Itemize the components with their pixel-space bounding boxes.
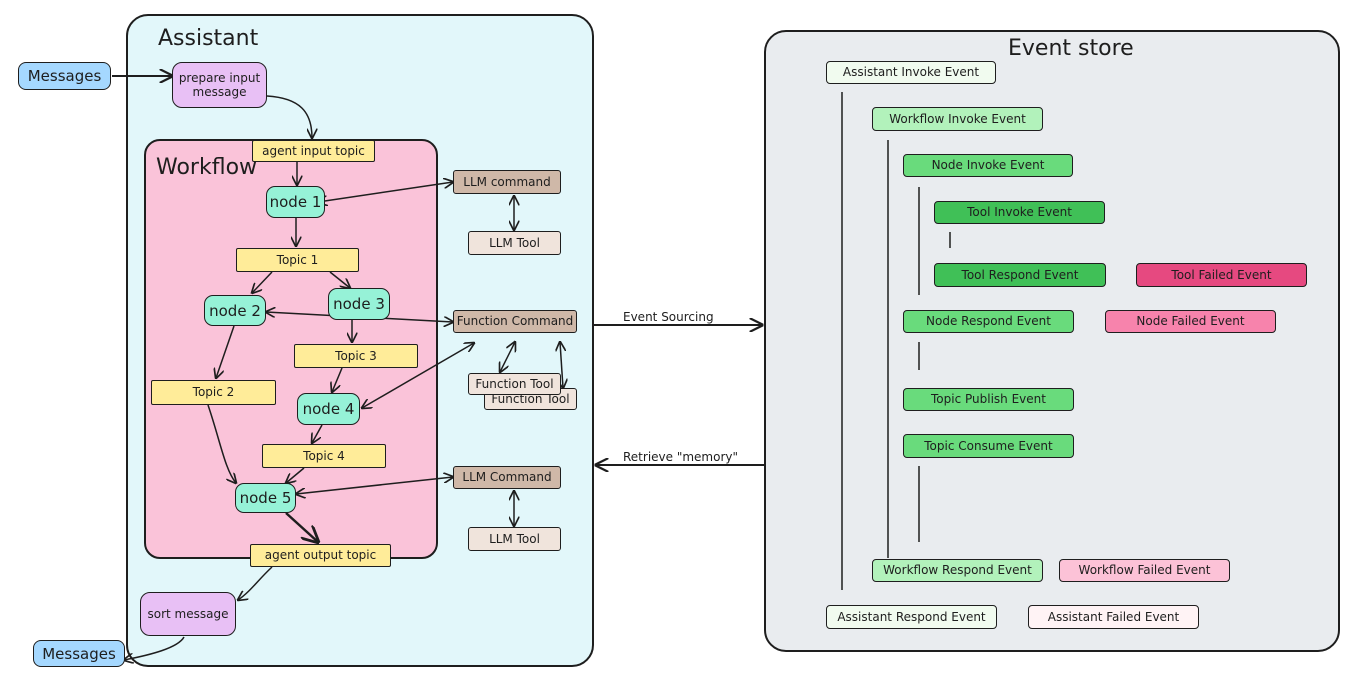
topic-publish-event: Topic Publish Event: [903, 388, 1074, 411]
edge-node5-output-topic: [285, 512, 318, 542]
node-failed-event: Node Failed Event: [1105, 310, 1276, 333]
edge-topic1-node2: [252, 271, 273, 293]
prepare-input-message: prepare input message: [172, 62, 267, 108]
llm-command-2: LLM Command: [453, 466, 561, 489]
node-3: node 3: [328, 288, 390, 320]
assistant-invoke-event: Assistant Invoke Event: [826, 61, 996, 84]
tool-failed-event: Tool Failed Event: [1136, 263, 1307, 287]
event-sourcing-label: Event Sourcing: [623, 310, 714, 324]
node-1: node 1: [266, 186, 325, 218]
llm-tool-1: LLM Tool: [468, 231, 561, 255]
agent-input-topic: agent input topic: [252, 140, 375, 162]
edge-prepare-input-topic: [266, 95, 312, 138]
edge-topic2-node5: [207, 404, 236, 483]
topic-3: Topic 3: [294, 344, 418, 368]
edge-llm-command-node5: [296, 477, 453, 494]
assistant-title: Assistant: [158, 26, 259, 51]
edge-topic4-node5: [286, 467, 305, 483]
function-tool-front: Function Tool: [468, 373, 561, 395]
workflow-title: Workflow: [156, 155, 258, 180]
edge-node4-topic4: [312, 424, 323, 443]
messages-output: Messages: [33, 640, 125, 667]
node-respond-event: Node Respond Event: [903, 310, 1074, 333]
messages-input: Messages: [18, 62, 111, 90]
edge-topic1-node3: [329, 271, 350, 288]
node-5: node 5: [235, 483, 296, 513]
topic-2: Topic 2: [151, 380, 276, 405]
node-4: node 4: [297, 393, 360, 425]
edge-node2-topic2: [216, 325, 235, 378]
workflow-invoke-event: Workflow Invoke Event: [872, 107, 1043, 131]
node-2: node 2: [204, 295, 266, 326]
edge-llm-command-node1: [318, 182, 453, 202]
workflow-respond-event: Workflow Respond Event: [872, 559, 1043, 582]
workflow-failed-event: Workflow Failed Event: [1059, 559, 1230, 582]
edge-function-command-node4: [362, 343, 474, 408]
edge-topic3-node4: [332, 367, 343, 392]
tool-invoke-event: Tool Invoke Event: [934, 201, 1105, 224]
edge-function-command-tool-b: [560, 342, 563, 388]
llm-command-1: LLM command: [453, 170, 561, 194]
edge-function-command-tool-a: [500, 342, 515, 372]
node-invoke-event: Node Invoke Event: [903, 154, 1073, 177]
tool-respond-event: Tool Respond Event: [934, 263, 1106, 287]
topic-1: Topic 1: [236, 248, 359, 272]
event-store-title: Event store: [1008, 36, 1134, 61]
agent-output-topic: agent output topic: [250, 544, 391, 567]
function-command: Function Command: [453, 310, 577, 333]
assistant-failed-event: Assistant Failed Event: [1028, 605, 1199, 629]
llm-tool-2: LLM Tool: [468, 527, 561, 551]
edge-sort-messages-out: [124, 636, 185, 660]
sort-message: sort message: [140, 592, 236, 636]
assistant-respond-event: Assistant Respond Event: [826, 605, 997, 629]
topic-4: Topic 4: [262, 444, 386, 468]
event-store-container: [764, 30, 1340, 652]
topic-consume-event: Topic Consume Event: [903, 434, 1074, 458]
edge-output-topic-sort: [238, 566, 273, 600]
retrieve-memory-label: Retrieve "memory": [623, 450, 739, 464]
